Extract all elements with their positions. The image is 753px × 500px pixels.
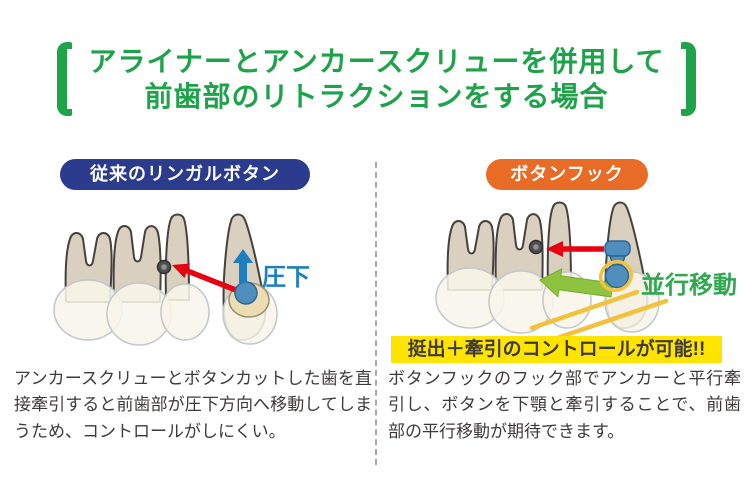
conventional-lingual-button-diagram bbox=[53, 213, 278, 346]
title-line-2: 前歯部のリトラクションをする場合 bbox=[144, 81, 609, 112]
button-hook-diagram bbox=[435, 201, 669, 340]
anchor-screw-icon bbox=[156, 259, 172, 275]
lingual-button bbox=[234, 281, 258, 305]
page-title: アライナーとアンカースクリューを併用して 前歯部のリトラクションをする場合 bbox=[0, 42, 753, 116]
elastic-lines bbox=[529, 289, 669, 340]
intrusion-label: 圧下 bbox=[262, 264, 310, 291]
conventional-method-badge: 従来のリンガルボタン bbox=[60, 159, 310, 190]
right-bracket-icon bbox=[680, 42, 696, 116]
anchor-screw-icon bbox=[528, 239, 544, 255]
button-hook-badge: ボタンフック bbox=[486, 159, 648, 190]
button-hook bbox=[604, 240, 631, 289]
left-bracket-icon bbox=[57, 42, 73, 116]
conventional-description: アンカースクリューとボタンカットした歯を直接牽引すると前歯部が圧下方向へ移動して… bbox=[14, 369, 372, 441]
benefit-highlight: 挺出＋牽引のコントロールが可能!! bbox=[391, 336, 722, 363]
title-text: アライナーとアンカースクリューを併用して 前歯部のリトラクションをする場合 bbox=[88, 44, 664, 114]
button-hook-description: ボタンフックのフック部でアンカーと平行牽引し、ボタンを下顎と牽引することで、前歯… bbox=[388, 369, 741, 441]
parallel-movement-label: 並行移動 bbox=[641, 272, 737, 299]
intrusion-blue-arrow-icon bbox=[233, 249, 253, 283]
section-divider bbox=[375, 162, 377, 465]
title-line-1: アライナーとアンカースクリューを併用して bbox=[88, 46, 665, 77]
traction-red-arrow-icon bbox=[546, 241, 604, 257]
elastic-loop bbox=[599, 259, 633, 293]
